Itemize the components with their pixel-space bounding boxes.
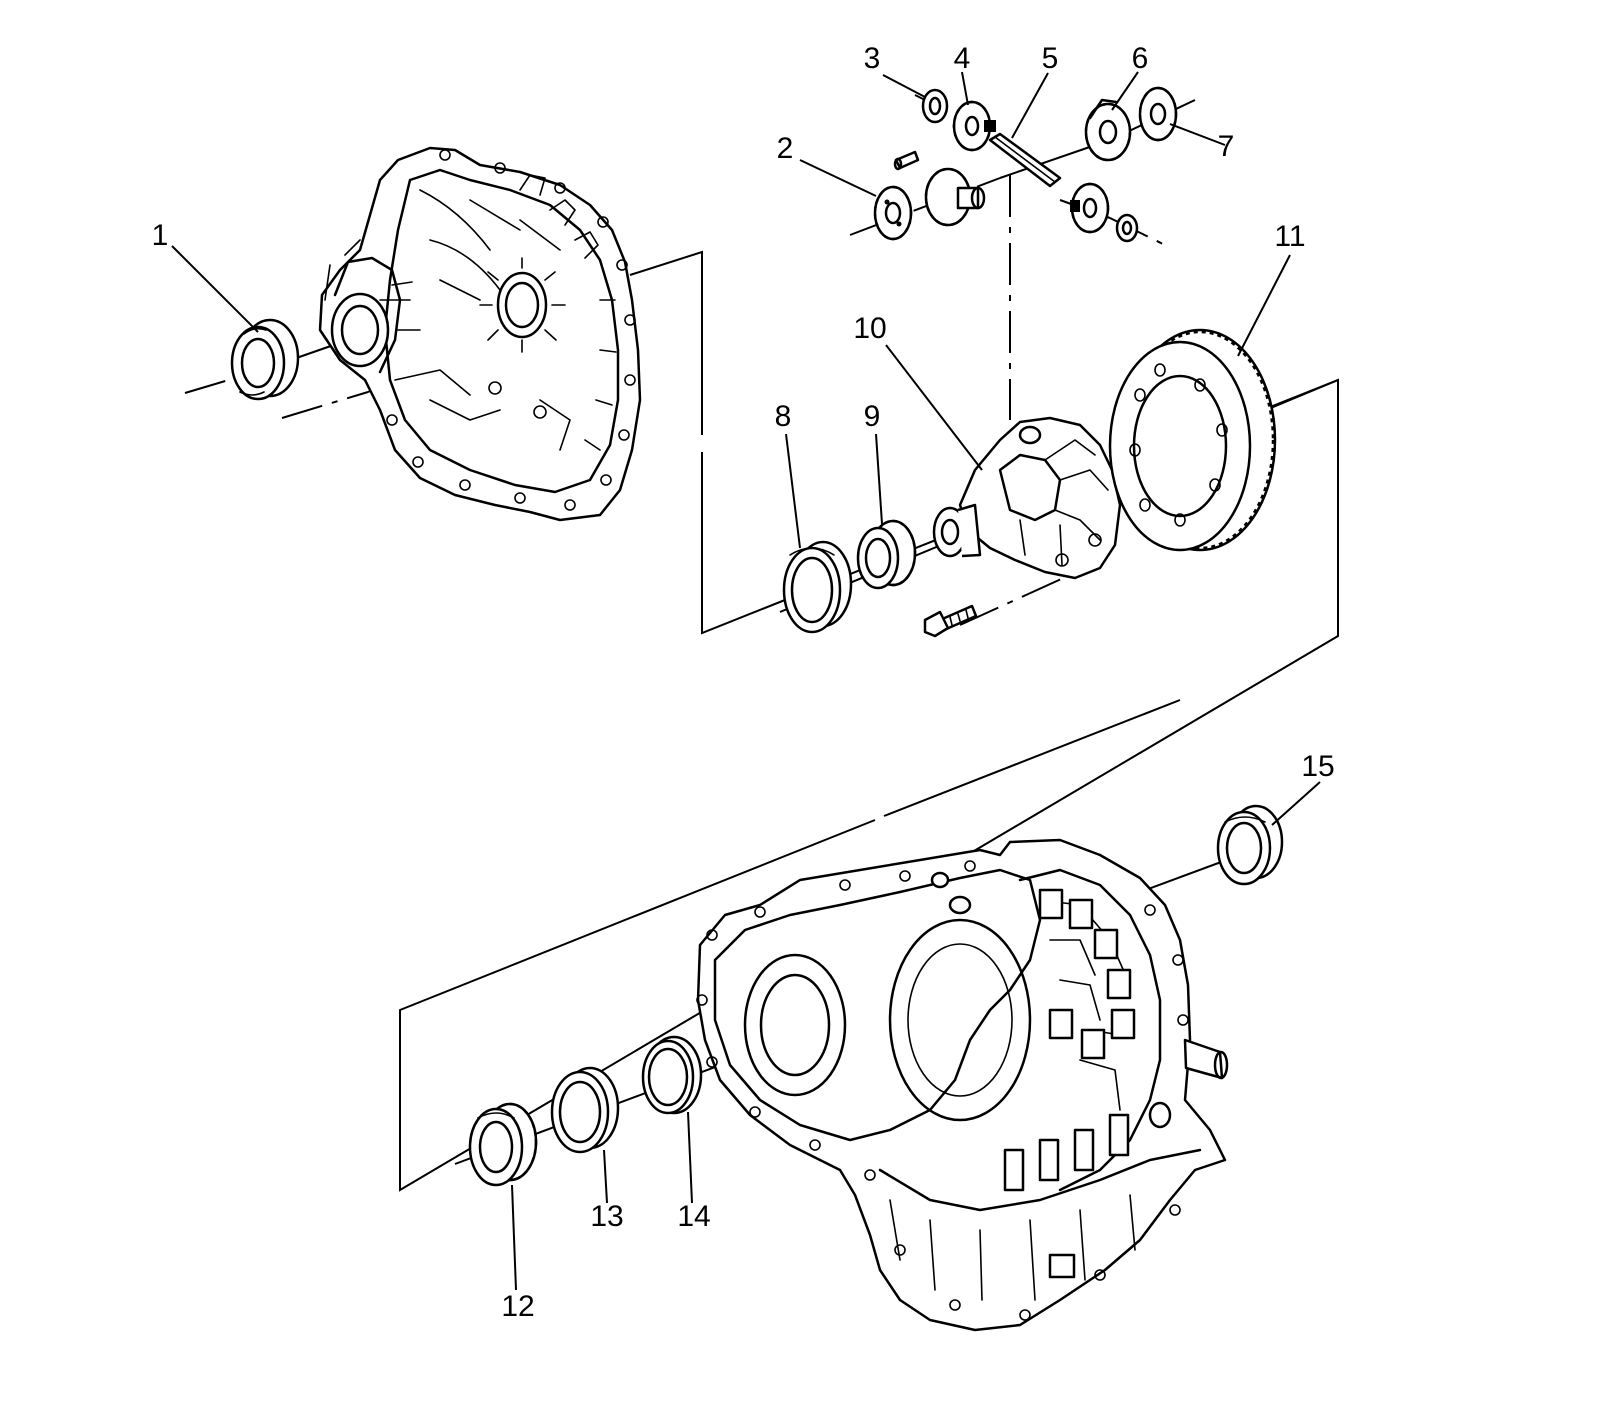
part-11-ring-gear [1108, 328, 1277, 552]
callout-13: 13 [590, 1200, 623, 1233]
callout-2: 2 [777, 132, 794, 165]
callout-5: 5 [1042, 42, 1059, 75]
callout-7: 7 [1218, 130, 1235, 163]
callout-9: 9 [864, 400, 881, 433]
assembly-frame-lines [399, 250, 1339, 1192]
callout-15: 15 [1301, 750, 1334, 783]
part-14-shim [641, 1035, 703, 1115]
pinion-pin-small [893, 150, 920, 171]
part-5-pinion-shaft [988, 132, 1062, 188]
callout-8: 8 [775, 400, 792, 433]
part-9-bearing [856, 519, 917, 590]
callout-14: 14 [677, 1200, 710, 1233]
callout-labels: 1 2 3 4 5 6 7 8 9 10 11 12 13 14 15 [152, 42, 1335, 1323]
part-1-seal [230, 318, 300, 401]
case-bolt [923, 604, 978, 638]
part-4-pinion-gear [952, 100, 996, 152]
callout-4: 4 [954, 42, 971, 75]
callout-3: 3 [864, 42, 881, 75]
side-gear-right [1070, 182, 1110, 234]
leader-lines [171, 71, 1321, 1291]
transaxle-case [696, 838, 1229, 1332]
part-15-seal [1216, 804, 1284, 886]
part-12-bearing [468, 1102, 538, 1187]
part-8-bearing-cup [782, 540, 853, 634]
part-10-differential-case [932, 416, 1122, 580]
part-6-pinion-gear [1084, 98, 1132, 162]
part-2-thrust-washer [873, 185, 913, 241]
callout-6: 6 [1132, 42, 1149, 75]
part-13-bearing-cup [550, 1066, 620, 1154]
callout-10: 10 [853, 312, 886, 345]
part-7-thrust-washer [1138, 86, 1178, 142]
callout-1: 1 [152, 219, 169, 252]
clutch-housing [318, 146, 642, 522]
callout-12: 12 [501, 1290, 534, 1323]
callout-11: 11 [1274, 220, 1305, 253]
washer-right [1115, 213, 1139, 243]
part-3-washer [921, 88, 949, 124]
side-gear-left [924, 167, 986, 227]
